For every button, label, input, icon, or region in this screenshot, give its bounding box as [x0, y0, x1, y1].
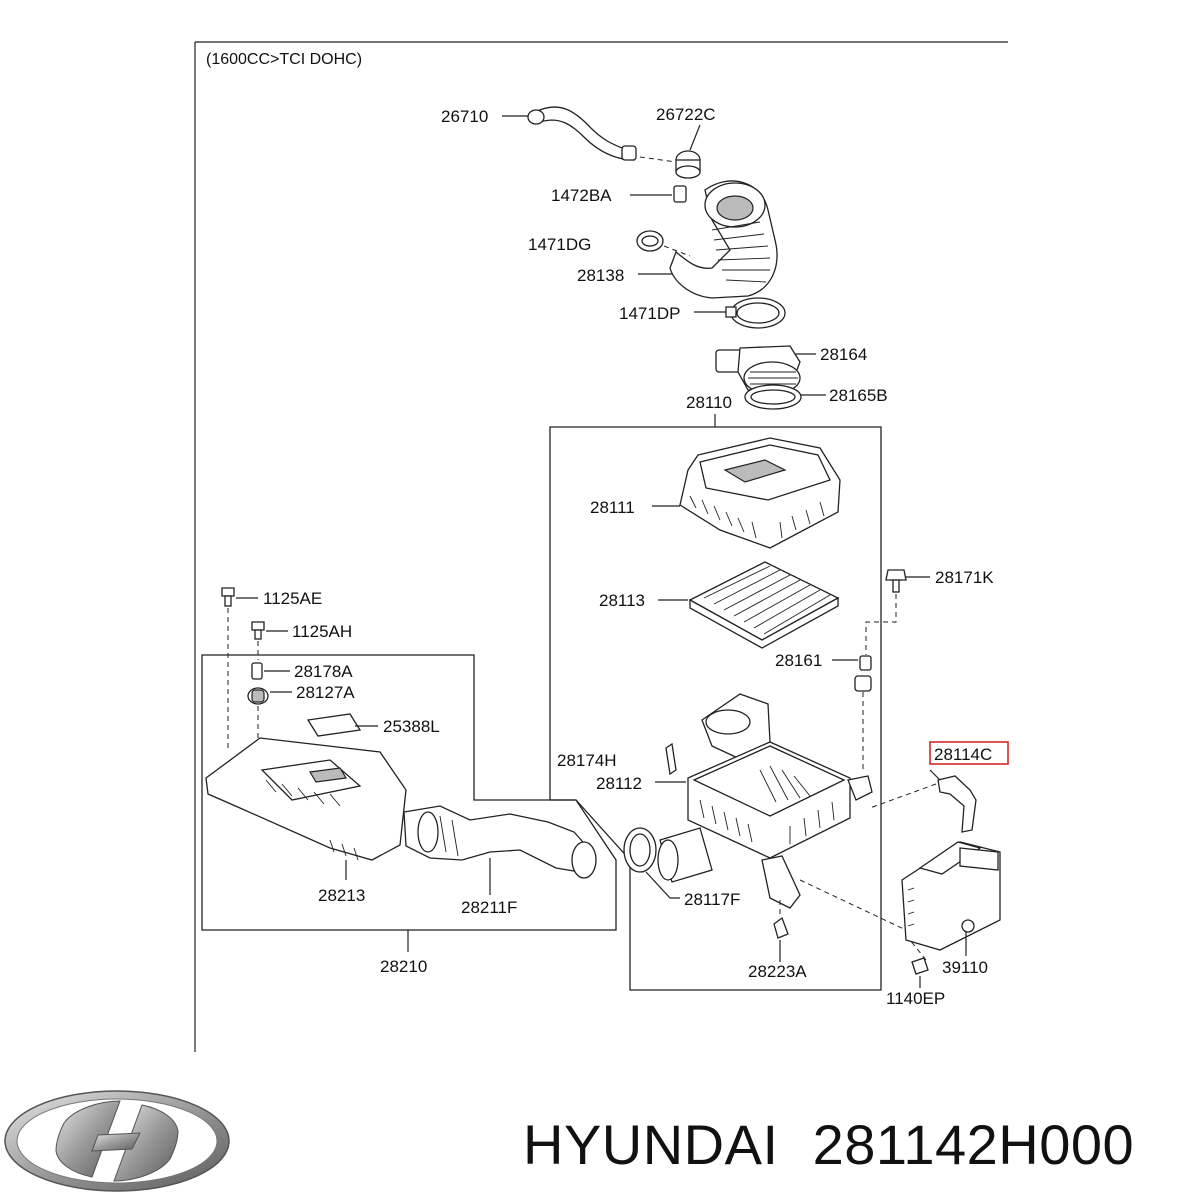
group-box-28210	[201, 654, 617, 931]
grommet-lower[interactable]	[854, 675, 872, 692]
label-28164: 28164	[820, 345, 867, 364]
label-plate-25388L[interactable]	[306, 713, 362, 737]
insulator-28223A[interactable]	[773, 916, 789, 939]
label-28138: 28138	[577, 266, 624, 285]
label-26722C: 26722C	[656, 105, 716, 124]
label-1471DG: 1471DG	[528, 235, 591, 254]
engine-note: (1600CC>TCI DOHC)	[206, 51, 362, 68]
intake-hose-28211F[interactable]	[403, 805, 597, 879]
label-1125AE: 1125AE	[263, 589, 322, 608]
footer-caption: HYUNDAI 281142H000	[523, 1110, 1134, 1180]
hyundai-logo-icon	[4, 1090, 230, 1192]
label-28174H: 28174H	[557, 751, 617, 770]
air-cleaner-body-28112[interactable]	[687, 693, 873, 909]
label-1472BA: 1472BA	[551, 186, 612, 205]
hose-clamp-28117F[interactable]	[623, 827, 713, 883]
gasket-28165B[interactable]	[744, 384, 802, 410]
label-28111: 28111	[590, 498, 635, 517]
highlight-28114C	[929, 741, 1009, 765]
label-28117F: 28117F	[684, 890, 740, 909]
clamp-1472BA[interactable]	[673, 185, 687, 203]
air-cleaner-cover-28111[interactable]	[679, 437, 841, 549]
collar-28178A[interactable]	[251, 662, 263, 680]
label-39110: 39110	[942, 958, 988, 977]
label-28213: 28213	[318, 886, 365, 905]
bracket-28114C[interactable]	[937, 775, 977, 833]
label-28211F: 28211F	[461, 898, 517, 917]
label-28223A: 28223A	[748, 962, 807, 981]
label-1140EP: 1140EP	[886, 989, 945, 1008]
brand-name: HYUNDAI	[523, 1113, 779, 1176]
grommet-28127A[interactable]	[247, 687, 269, 705]
bolt-1125AH[interactable]	[251, 621, 265, 640]
label-1471DP: 1471DP	[619, 304, 680, 323]
clip-28174H[interactable]	[665, 742, 677, 776]
label-28114C: 28114C	[934, 745, 992, 764]
bolt-28171K[interactable]	[885, 569, 907, 593]
air-filter-element-28113[interactable]	[688, 561, 840, 649]
part-number: 281142H000	[812, 1113, 1135, 1176]
bolt-1125AE[interactable]	[221, 587, 235, 607]
label-28210: 28210	[380, 957, 427, 976]
nipple-26722C[interactable]	[675, 150, 701, 179]
air-flow-sensor-28164[interactable]	[715, 345, 801, 395]
label-28127A: 28127A	[296, 683, 355, 702]
bolt-1140EP[interactable]	[911, 957, 929, 975]
label-28112: 28112	[596, 774, 642, 793]
grommet-28161[interactable]	[859, 655, 872, 671]
label-25388L: 25388L	[383, 717, 440, 736]
hose-clamp-1471DP[interactable]	[725, 297, 786, 329]
label-28178A: 28178A	[294, 662, 353, 681]
label-26710: 26710	[441, 107, 488, 126]
breather-hose-26710[interactable]	[527, 106, 637, 161]
label-28113: 28113	[599, 591, 645, 610]
hose-clamp-1471DG[interactable]	[636, 230, 664, 252]
label-28161: 28161	[775, 651, 822, 670]
label-28165B: 28165B	[829, 386, 888, 405]
parts-diagram: (1600CC>TCI DOHC) 26710 26722C 1472BA 28…	[194, 41, 1009, 1052]
resonator-28213[interactable]	[205, 737, 407, 861]
intake-hose-28138[interactable]	[669, 180, 778, 299]
label-1125AH: 1125AH	[292, 622, 352, 641]
label-28171K: 28171K	[935, 568, 994, 587]
label-28110: 28110	[686, 393, 732, 412]
ecu-39110[interactable]	[901, 841, 1001, 951]
